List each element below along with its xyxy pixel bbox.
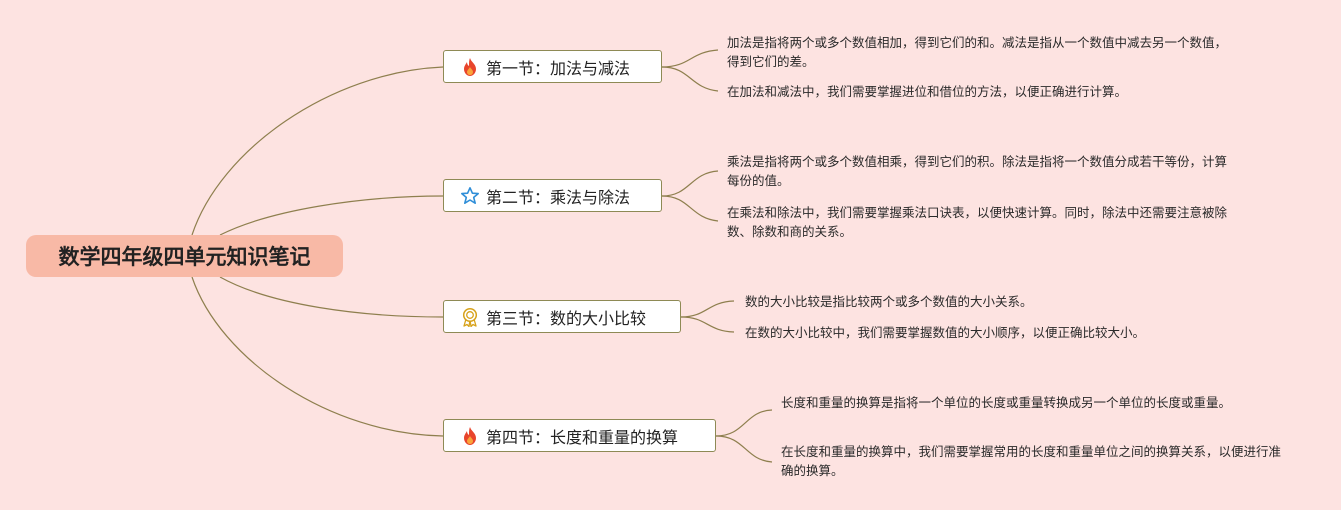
topic-addition-subtraction[interactable]: 第一节：加法与减法 [443,50,662,83]
topic-2-note-2[interactable]: 在乘法和除法中，我们需要掌握乘法口诀表，以便快速计算。同时，除法中还需要注意被除… [727,205,1228,239]
topic-4-note-2-line [715,435,773,463]
topic-number-comparison[interactable]: 第三节：数的大小比较 [443,300,681,333]
topic-4-note-2[interactable]: 在长度和重量的换算中，我们需要掌握常用的长度和重量单位之间的换算关系，以便进行准… [781,444,1282,478]
topic-label: 第四节：长度和重量的换算 [486,427,679,447]
root-to-topic-1-line [191,66,444,236]
root-to-topic-4-line [191,276,444,437]
topic-label: 第一节：加法与减法 [486,58,631,78]
topic-2-note-1-line [661,170,719,197]
fire-icon [460,426,480,446]
topic-multiplication-division[interactable]: 第二节：乘法与除法 [443,179,662,212]
root-to-topic-2-line [219,195,444,236]
topic-1-note-2-line [661,66,719,92]
medal-icon [460,307,480,327]
topic-1-note-2[interactable]: 在加法和减法中，我们需要掌握进位和借位的方法，以便正确进行计算。 [727,84,1128,99]
topic-label: 第二节：乘法与除法 [486,187,631,207]
topic-4-note-1[interactable]: 长度和重量的换算是指将一个单位的长度或重量转换成另一个单位的长度或重量。 [781,395,1232,410]
fire-icon [460,57,480,77]
topic-2-note-2-line [661,195,719,222]
topic-2-note-1[interactable]: 乘法是指将两个或多个数值相乘，得到它们的积。除法是指将一个数值分成若干等份，计算… [727,154,1228,188]
topic-1-note-1-line [661,49,719,68]
central-topic[interactable]: 数学四年级四单元知识笔记 [26,235,343,277]
topic-3-note-1-line [680,300,735,318]
topic-3-note-1[interactable]: 数的大小比较是指比较两个或多个数值的大小关系。 [745,294,1033,309]
star-icon [460,186,480,206]
root-to-topic-3-line [219,276,444,318]
topic-3-note-2-line [680,316,735,333]
topic-1-note-1[interactable]: 加法是指将两个或多个数值相加，得到它们的和。减法是指从一个数值中减去另一个数值，… [727,35,1228,69]
topic-length-weight-conversion[interactable]: 第四节：长度和重量的换算 [443,419,716,452]
topic-3-note-2[interactable]: 在数的大小比较中，我们需要掌握数值的大小顺序，以便正确比较大小。 [745,325,1146,340]
topic-label: 第三节：数的大小比较 [486,308,647,328]
topic-4-note-1-line [715,409,773,437]
